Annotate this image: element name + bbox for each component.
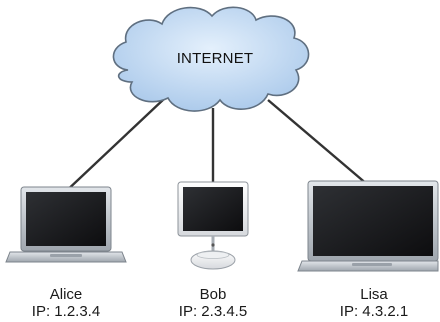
laptop-small-icon — [5, 186, 127, 263]
cloud-label: INTERNET — [176, 50, 254, 67]
connection-lines — [61, 97, 369, 196]
imac-g4-desktop-icon — [177, 181, 249, 270]
node-name: Bob — [199, 286, 227, 303]
link-lisa — [267, 99, 369, 186]
node-ip: IP: 4.3.2.1 — [339, 303, 409, 320]
node-name: Alice — [49, 286, 83, 303]
node-label-bob: Bob IP: 2.3.4.5 — [153, 286, 273, 320]
node-name: Lisa — [360, 286, 388, 303]
node-ip: IP: 1.2.3.4 — [31, 303, 101, 320]
node-label-alice: Alice IP: 1.2.3.4 — [6, 286, 126, 320]
node-ip: IP: 2.3.4.5 — [178, 303, 248, 320]
internet-cloud-icon — [112, 6, 310, 112]
link-alice — [61, 97, 166, 196]
node-label-lisa: Lisa IP: 4.3.2.1 — [314, 286, 434, 320]
laptop-large-icon — [297, 180, 439, 272]
